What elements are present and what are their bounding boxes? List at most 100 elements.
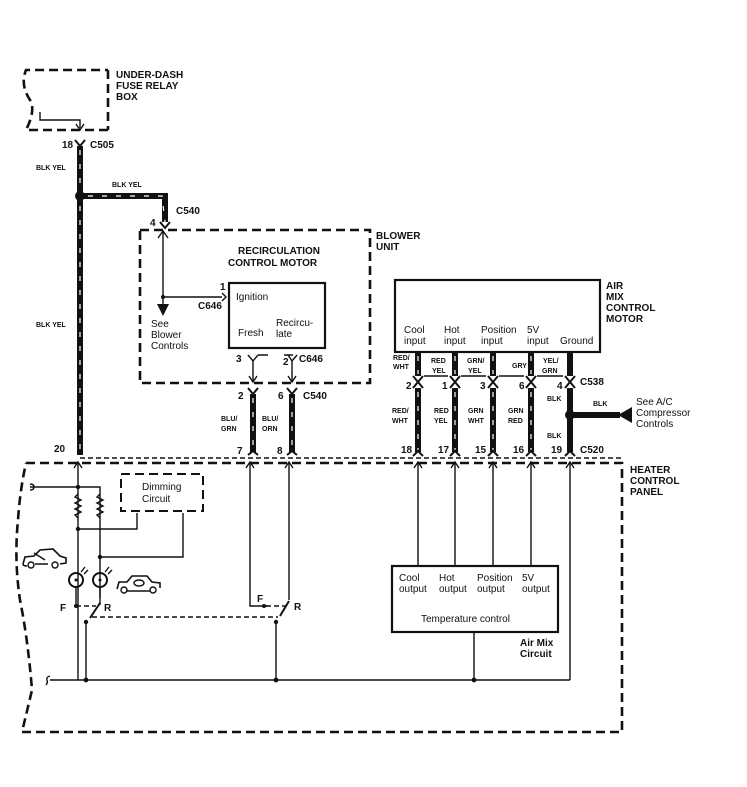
air-mix-wire bbox=[525, 352, 537, 457]
pin-3-c646: 3 bbox=[236, 354, 242, 365]
recirc-motor-box bbox=[227, 281, 327, 350]
c505-label: C505 bbox=[90, 140, 114, 151]
tc-out-cool-1: Cool bbox=[399, 573, 420, 584]
see-ac-3: Controls bbox=[636, 419, 673, 430]
pin-18-c505: 18 bbox=[62, 140, 74, 151]
air-mix-wire bbox=[487, 352, 499, 457]
ground-bus bbox=[45, 675, 570, 686]
c538-label: C538 bbox=[580, 377, 604, 388]
c646-label-b: C646 bbox=[299, 354, 323, 365]
blower-unit-title-2: UNIT bbox=[376, 242, 399, 253]
fuse-box-title-2: FUSE RELAY bbox=[116, 81, 179, 92]
am-title-3: CONTROL bbox=[606, 303, 655, 314]
am-title-4: MOTOR bbox=[606, 314, 644, 325]
tc-out-5v-1: 5V bbox=[522, 573, 535, 584]
heater-panel-title-1: HEATER bbox=[630, 465, 671, 476]
see-blower-2: Blower bbox=[151, 330, 182, 341]
wc-bot-2a: RED bbox=[434, 408, 449, 415]
fuse-relay-box: UNDER-DASH FUSE RELAY BOX bbox=[22, 68, 183, 132]
air-mix-wire-colors: RED/ WHT RED YEL GRN/ YEL GRY YEL/ GRN R… bbox=[392, 355, 607, 440]
c520-label: C520 bbox=[580, 445, 604, 456]
wc-top-4: GRY bbox=[512, 363, 527, 370]
heater-control-panel: HEATER CONTROL PANEL bbox=[15, 457, 679, 734]
terminal-recirc-1: Recircu- bbox=[276, 318, 313, 329]
recirc-title-2: CONTROL MOTOR bbox=[228, 258, 318, 269]
wc-top-1a: RED/ bbox=[393, 355, 410, 362]
wc-bot-1b: WHT bbox=[392, 418, 409, 425]
wc-top-2b: YEL bbox=[432, 368, 446, 375]
am-pin-top-2: 2 bbox=[406, 381, 412, 392]
wire-color-main-upper: BLK YEL bbox=[36, 165, 67, 172]
see-ac-2: Compressor bbox=[636, 408, 691, 419]
wire-color-blu-orn-2: ORN bbox=[262, 426, 278, 433]
am-pin-top-3: 3 bbox=[480, 381, 486, 392]
wc-top-1b: WHT bbox=[393, 364, 410, 371]
wc-blk-upper: BLK bbox=[547, 396, 561, 403]
terminal-recirc-2: late bbox=[276, 329, 293, 340]
c540-top-label: C540 bbox=[176, 206, 200, 217]
splice-point bbox=[75, 191, 85, 201]
am-pin-bot-16: 16 bbox=[513, 445, 525, 456]
am-pin-top-1: 1 bbox=[442, 381, 448, 392]
am-input-5v-1: 5V bbox=[527, 325, 540, 336]
am-title-1: AIR bbox=[606, 281, 624, 292]
dimming-lamp-circuit: Dimming Circuit F R bbox=[22, 462, 278, 680]
tc-out-hot-1: Hot bbox=[439, 573, 455, 584]
tc-out-5v-2: output bbox=[522, 584, 550, 595]
wc-top-5b: GRN bbox=[542, 368, 558, 375]
wire-color-main-lower: BLK YEL bbox=[36, 322, 67, 329]
main-harness: BLK YEL BLK YEL BLK YEL 20 bbox=[36, 146, 168, 455]
am-input-position-2: input bbox=[481, 336, 503, 347]
resistor-2 bbox=[95, 493, 105, 519]
am-input-cool-1: Cool bbox=[404, 325, 425, 336]
wc-bot-3b: WHT bbox=[468, 418, 485, 425]
car-recirc-icon bbox=[116, 575, 161, 592]
air-mix-circuit-title-2: Circuit bbox=[520, 649, 552, 660]
fuse-box-title-3: BOX bbox=[116, 92, 138, 103]
am-input-cool-2: input bbox=[404, 336, 426, 347]
am-pin-bot-15: 15 bbox=[475, 445, 487, 456]
am-input-position-1: Position bbox=[481, 325, 517, 336]
switch-r-2: R bbox=[294, 602, 302, 613]
pin-1-c646: 1 bbox=[220, 282, 226, 293]
am-input-ground: Ground bbox=[560, 336, 593, 347]
c540-harness: 2 6 C540 7 8 BLU/ GRN BLU/ ORN bbox=[221, 387, 327, 457]
wc-blk-lower: BLK bbox=[547, 433, 561, 440]
recirc-switch: F R bbox=[249, 462, 302, 680]
air-mix-wire bbox=[412, 352, 424, 457]
wc-top-3a: GRN/ bbox=[467, 358, 485, 365]
switch-r-1: R bbox=[104, 603, 112, 614]
wc-bot-1a: RED/ bbox=[392, 408, 409, 415]
pin-8-c540: 8 bbox=[277, 446, 283, 457]
arrow-down-icon bbox=[157, 304, 169, 316]
car-fresh-icon bbox=[22, 548, 67, 567]
air-mix-wire bbox=[449, 352, 461, 457]
tc-out-position-2: output bbox=[477, 584, 505, 595]
wc-top-3b: YEL bbox=[468, 368, 482, 375]
wire-color-blu-grn-2: GRN bbox=[221, 426, 237, 433]
dimming-circuit-box bbox=[120, 473, 204, 512]
wire-color-blu-grn-1: BLU/ bbox=[221, 416, 237, 423]
c646-label-a: C646 bbox=[198, 301, 222, 312]
wire-color-branch: BLK YEL bbox=[112, 182, 143, 189]
tc-out-hot-2: output bbox=[439, 584, 467, 595]
switch-f-1: F bbox=[60, 603, 66, 614]
air-mix-control-motor: AIR MIX CONTROL MOTOR Cool input Hot inp… bbox=[393, 278, 655, 354]
fuse-box-title-1: UNDER-DASH bbox=[116, 70, 183, 81]
terminal-fresh: Fresh bbox=[238, 328, 264, 339]
blower-unit-title-1: BLOWER bbox=[376, 231, 421, 242]
pin-2-c646: 2 bbox=[283, 357, 289, 368]
wc-bot-4b: RED bbox=[508, 418, 523, 425]
dimming-title-1: Dimming bbox=[142, 482, 181, 493]
am-input-hot-2: input bbox=[444, 336, 466, 347]
am-pin-top-4: 4 bbox=[557, 381, 563, 392]
pin-7-c540: 7 bbox=[237, 446, 243, 457]
air-mix-circuit: Cool output Hot output Position output 5… bbox=[390, 462, 571, 680]
tc-out-cool-2: output bbox=[399, 584, 427, 595]
wc-top-5a: YEL/ bbox=[543, 358, 559, 365]
air-mix-wire bbox=[564, 352, 576, 457]
am-title-2: MIX bbox=[606, 292, 624, 303]
connector-c505: 18 C505 bbox=[62, 139, 114, 151]
wc-bot-3a: GRN bbox=[468, 408, 484, 415]
